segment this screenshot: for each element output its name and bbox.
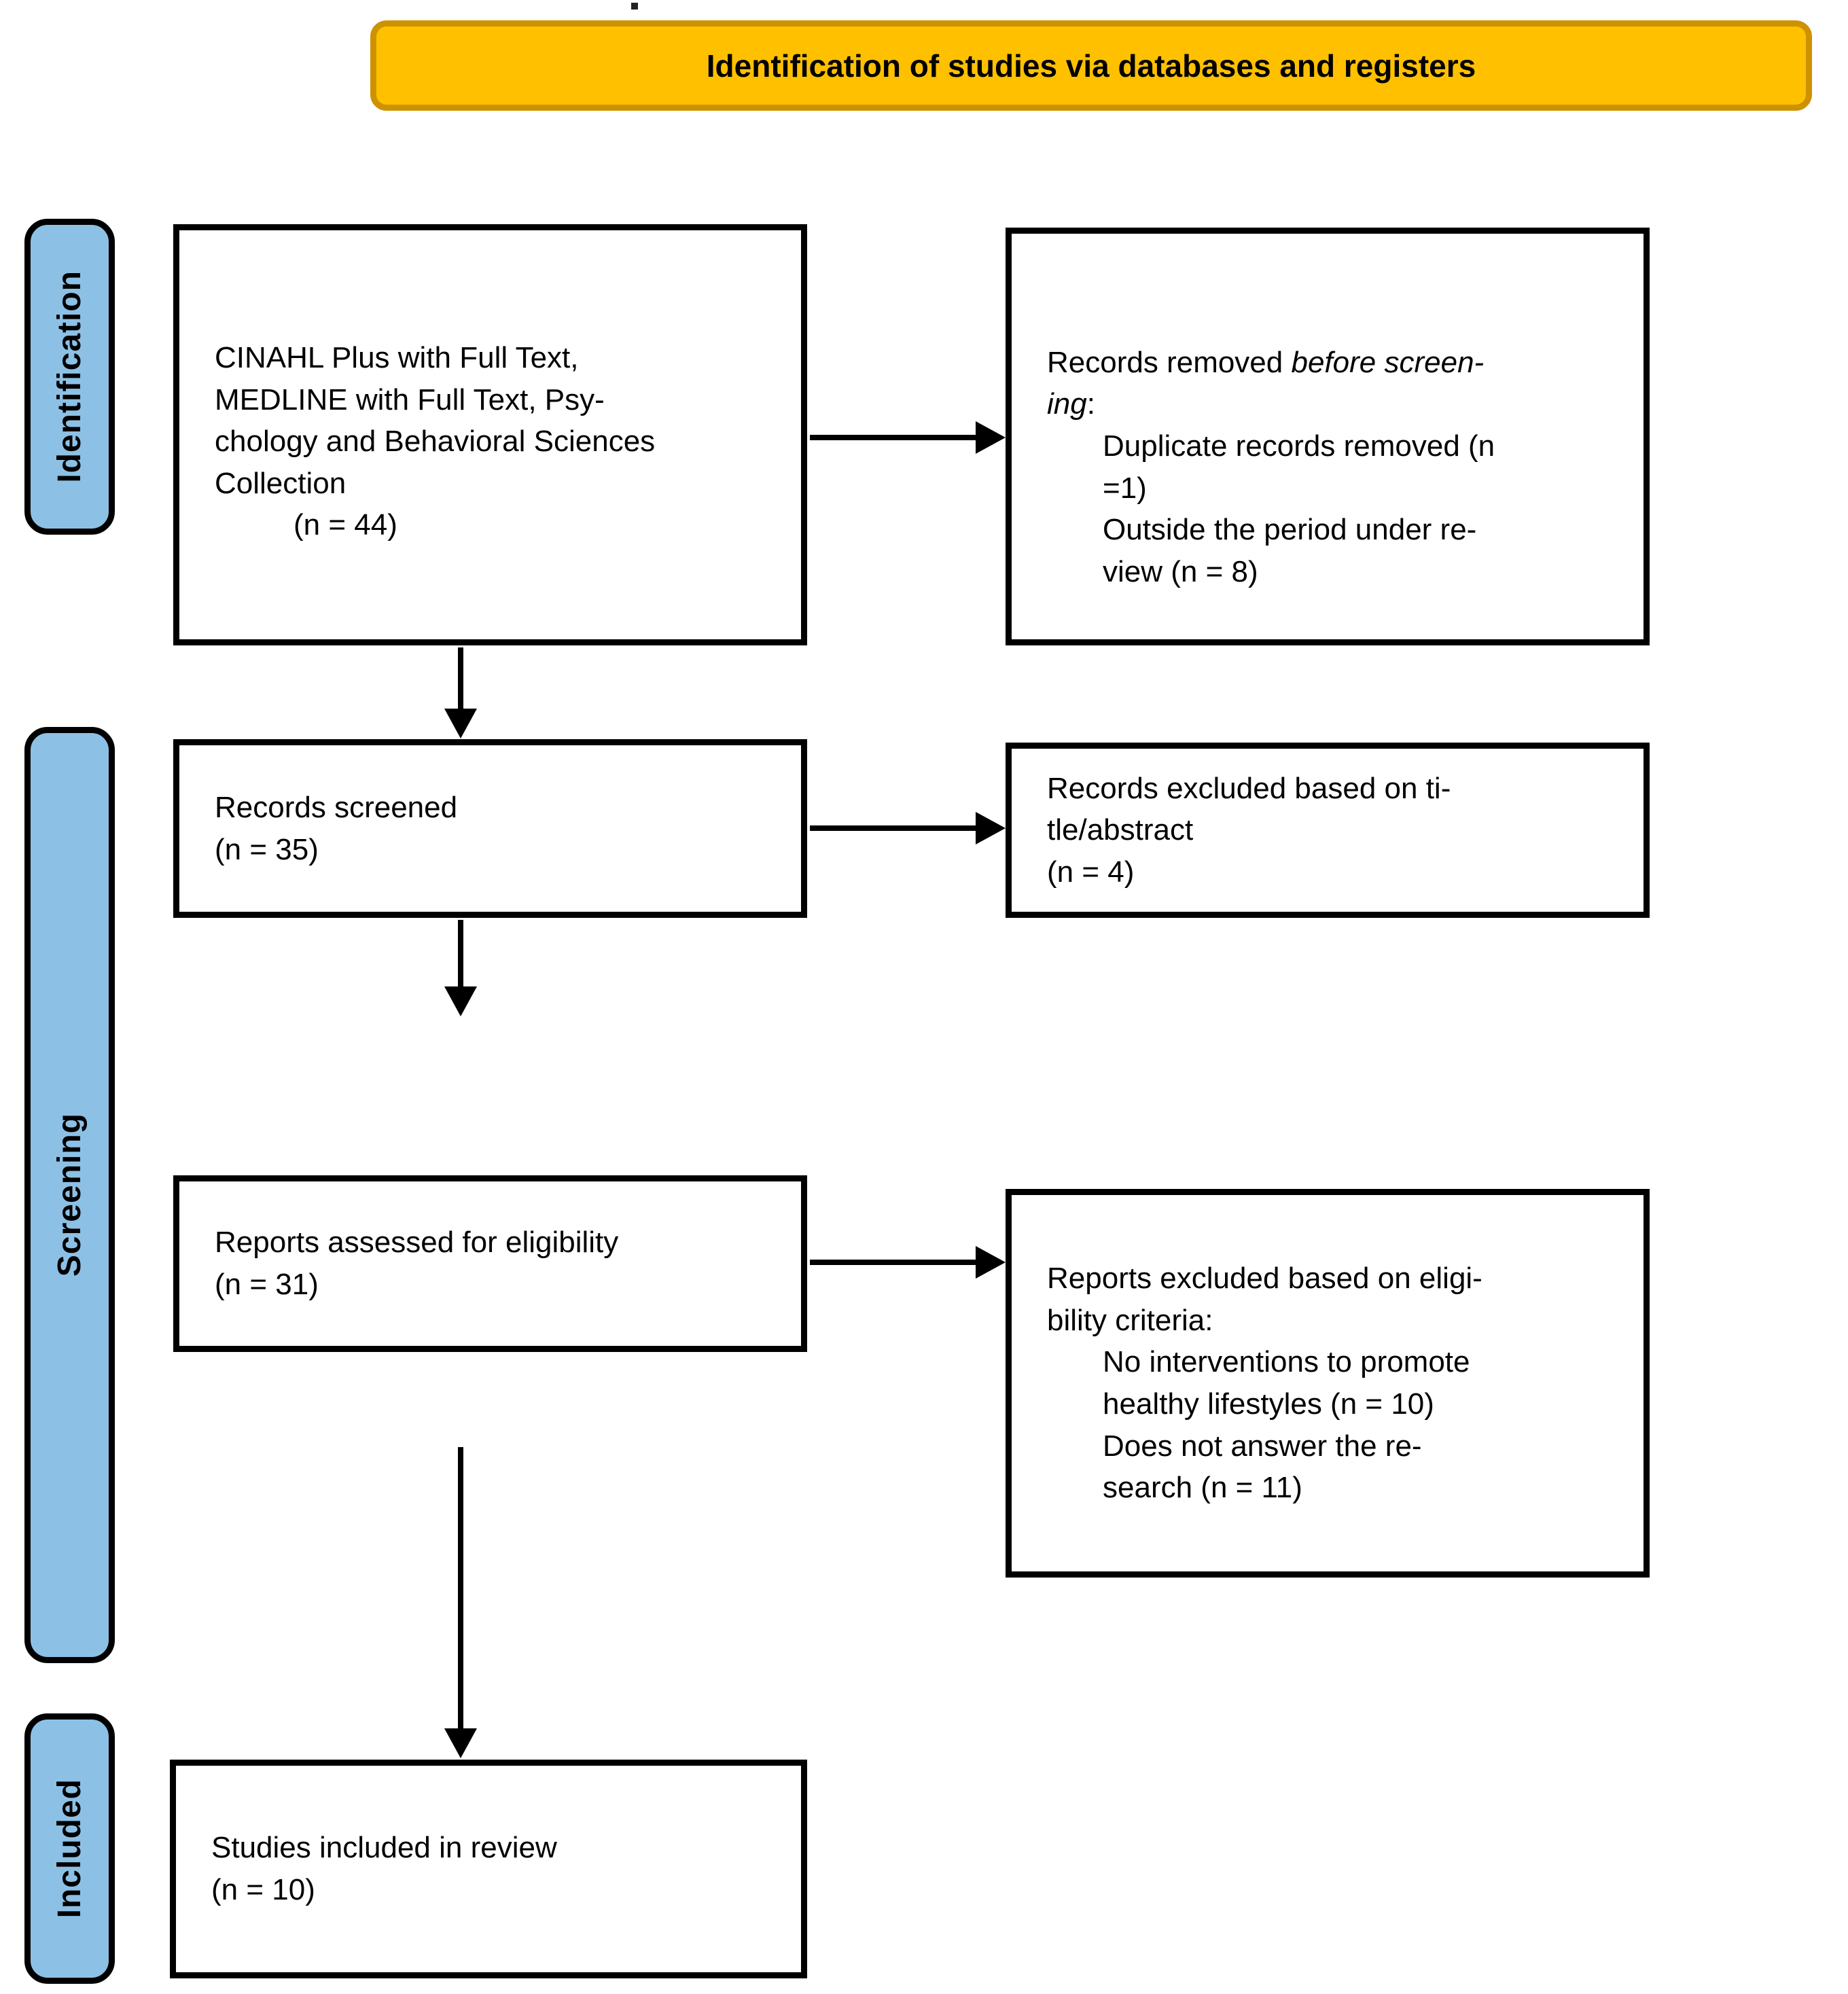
box-records-excluded-count: (n = 4) [1047, 855, 1135, 889]
box-records-screened-count: (n = 35) [215, 832, 319, 866]
box-records-removed: Records removed before screen- ing: Dupl… [1006, 228, 1650, 645]
box-reports-excluded-item: Does not answer the re- [1103, 1429, 1422, 1463]
box-reports-excluded-item: healthy lifestyles (n = 10) [1103, 1387, 1434, 1421]
diagram-title-banner: Identification of studies via databases … [370, 20, 1812, 111]
box-studies-included-count: (n = 10) [211, 1873, 315, 1906]
box-records-screened-line: Records screened [215, 790, 458, 824]
stage-label-included: Included [24, 1713, 115, 1984]
box-studies-included: Studies included in review (n = 10) [170, 1760, 807, 1978]
box-reports-assessed-count: (n = 31) [215, 1268, 319, 1301]
stage-label-screening-text: Screening [52, 1113, 88, 1277]
box-database-sources-line: Collection [215, 466, 346, 500]
diagram-title: Identification of studies via databases … [706, 48, 1476, 84]
box-records-removed-item: Outside the period under re- [1103, 513, 1477, 547]
box-records-excluded-line: tle/abstract [1047, 813, 1194, 847]
arrow-line-screened-to-excluded [810, 825, 977, 831]
arrowhead-right-icon [976, 812, 1006, 844]
box-records-removed-item: =1) [1103, 471, 1147, 505]
box-records-screened: Records screened (n = 35) [173, 739, 807, 918]
arrow-line-dbsources-to-screened [458, 647, 463, 713]
box-records-excluded: Records excluded based on ti- tle/abstra… [1006, 743, 1650, 918]
box-records-removed-item: view (n = 8) [1103, 554, 1258, 588]
arrowhead-down-icon [444, 1728, 477, 1758]
arrowhead-down-icon [444, 709, 477, 738]
box-reports-assessed-line: Reports assessed for eligibility [215, 1226, 619, 1260]
box-database-sources-line: MEDLINE with Full Text, Psy- [215, 382, 605, 416]
stage-label-identification: Identification [24, 219, 115, 535]
box-records-removed-line: ing: [1047, 387, 1095, 421]
box-studies-included-line: Studies included in review [211, 1831, 557, 1865]
stage-label-identification-text: Identification [52, 270, 88, 483]
box-database-sources-count: (n = 44) [294, 508, 397, 542]
box-reports-excluded-line: Reports excluded based on eligi- [1047, 1262, 1482, 1296]
arrow-line-screened-down [458, 920, 463, 989]
box-database-sources-line: CINAHL Plus with Full Text, [215, 341, 579, 375]
box-reports-excluded-item: No interventions to promote [1103, 1345, 1470, 1379]
arrow-line-assessed-to-excluded [810, 1260, 977, 1265]
box-database-sources-line: chology and Behavioral Sciences [215, 425, 656, 459]
arrowhead-right-icon [976, 1246, 1006, 1279]
box-reports-excluded-item: search (n = 11) [1103, 1471, 1302, 1505]
box-records-removed-line: Records removed before screen- [1047, 345, 1485, 379]
stage-label-included-text: Included [52, 1779, 88, 1919]
arrowhead-right-icon [976, 421, 1006, 454]
box-reports-assessed: Reports assessed for eligibility (n = 31… [173, 1175, 807, 1352]
arrow-line-assessed-to-included [458, 1447, 463, 1731]
arrowhead-down-icon [444, 986, 477, 1016]
box-reports-excluded-line: bility criteria: [1047, 1303, 1213, 1337]
stage-label-screening: Screening [24, 727, 115, 1663]
arrow-line-dbsources-to-removed [810, 435, 977, 440]
box-records-excluded-line: Records excluded based on ti- [1047, 771, 1451, 805]
stray-dot [631, 3, 638, 10]
box-records-removed-item: Duplicate records removed (n [1103, 429, 1495, 463]
box-database-sources: CINAHL Plus with Full Text, MEDLINE with… [173, 224, 807, 645]
box-reports-excluded: Reports excluded based on eligi- bility … [1006, 1189, 1650, 1578]
